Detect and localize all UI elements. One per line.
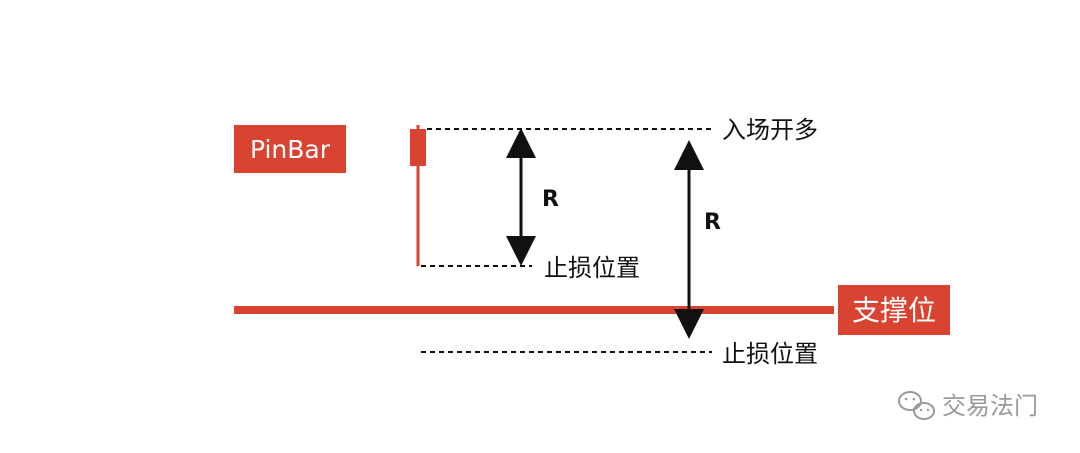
pinbar-label-box (234, 125, 346, 173)
support-label-box (838, 285, 950, 335)
stop-label-lower: 止损位置 (722, 340, 818, 368)
watermark-text: 交易法门 (942, 392, 1038, 420)
support-label: 支撑位 (852, 294, 936, 327)
pinbar-candle-body (410, 129, 426, 166)
support-line (234, 306, 834, 314)
stop-label-upper: 止损位置 (544, 254, 640, 282)
entry-label: 入场开多 (722, 116, 818, 144)
wechat-icon (898, 391, 935, 420)
pinbar-label: PinBar (250, 135, 331, 164)
risk-label-long: R (704, 210, 721, 235)
risk-label-short: R (542, 187, 559, 212)
